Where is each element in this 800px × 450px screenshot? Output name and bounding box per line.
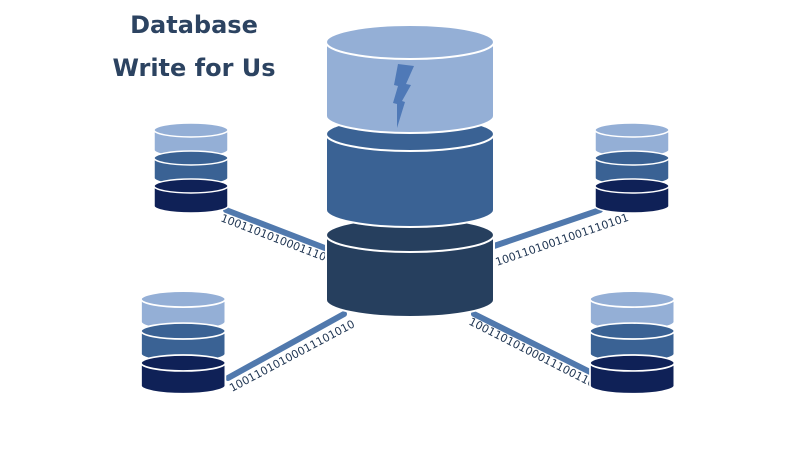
connector-upper-right xyxy=(491,207,603,249)
small-database-icon xyxy=(594,122,670,214)
connector-lower-left xyxy=(225,311,347,381)
small-database-icon xyxy=(140,290,227,395)
title-line-1: Database xyxy=(130,11,258,39)
lightning-crack-icon xyxy=(393,64,414,128)
connector-upper-left xyxy=(223,207,333,253)
connector-lines xyxy=(223,207,603,381)
title-line-2: Write for Us xyxy=(112,54,276,82)
binary-label-lower-right: 10011010100011100110 xyxy=(467,315,598,390)
connector-lower-right xyxy=(471,311,597,377)
small-database-icon xyxy=(589,290,676,395)
page-title: Database Write for Us xyxy=(84,4,304,90)
large-database-icon xyxy=(325,24,495,318)
small-database-icon xyxy=(153,122,229,214)
binary-label-lower-left: 10011010100011101010 xyxy=(227,317,357,394)
